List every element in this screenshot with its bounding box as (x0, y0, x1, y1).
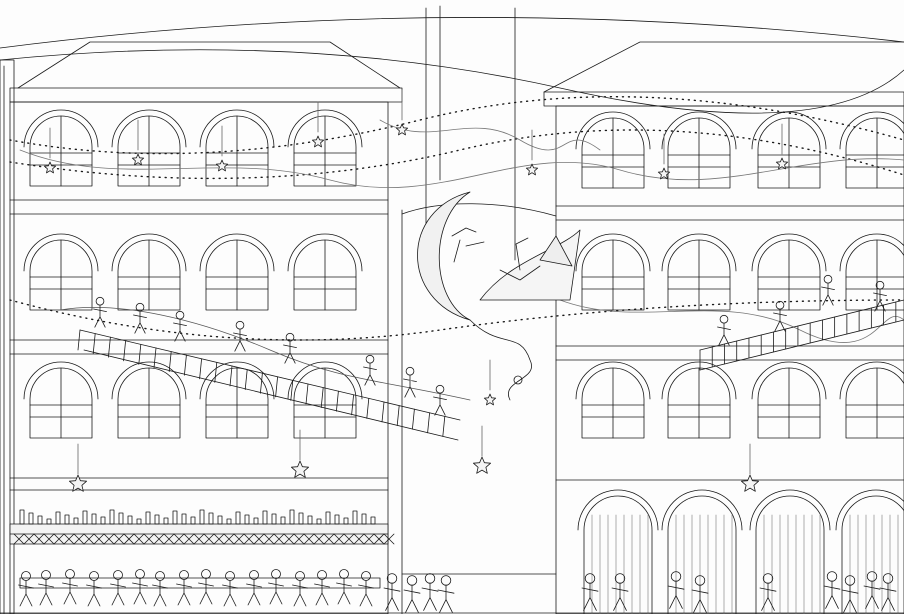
ground-floor-arches (577, 489, 904, 614)
right-building (543, 41, 904, 614)
street-bar (9, 509, 395, 607)
left-building (0, 41, 403, 614)
bridge-figures-right (717, 274, 887, 346)
light-garlands (9, 96, 904, 341)
crescent-moon (417, 191, 485, 321)
flying-ship (469, 229, 581, 401)
sky-wires (0, 5, 904, 261)
bridge-figures (93, 296, 447, 416)
street-pedestrians (383, 571, 897, 613)
ladder-bridge-right (699, 274, 904, 371)
bar-patrons (18, 569, 374, 607)
hanging-star-lanterns (43, 89, 789, 492)
left-window-grid (23, 109, 363, 439)
right-window-grid (575, 111, 904, 439)
ladder-bridge-left (59, 296, 471, 441)
